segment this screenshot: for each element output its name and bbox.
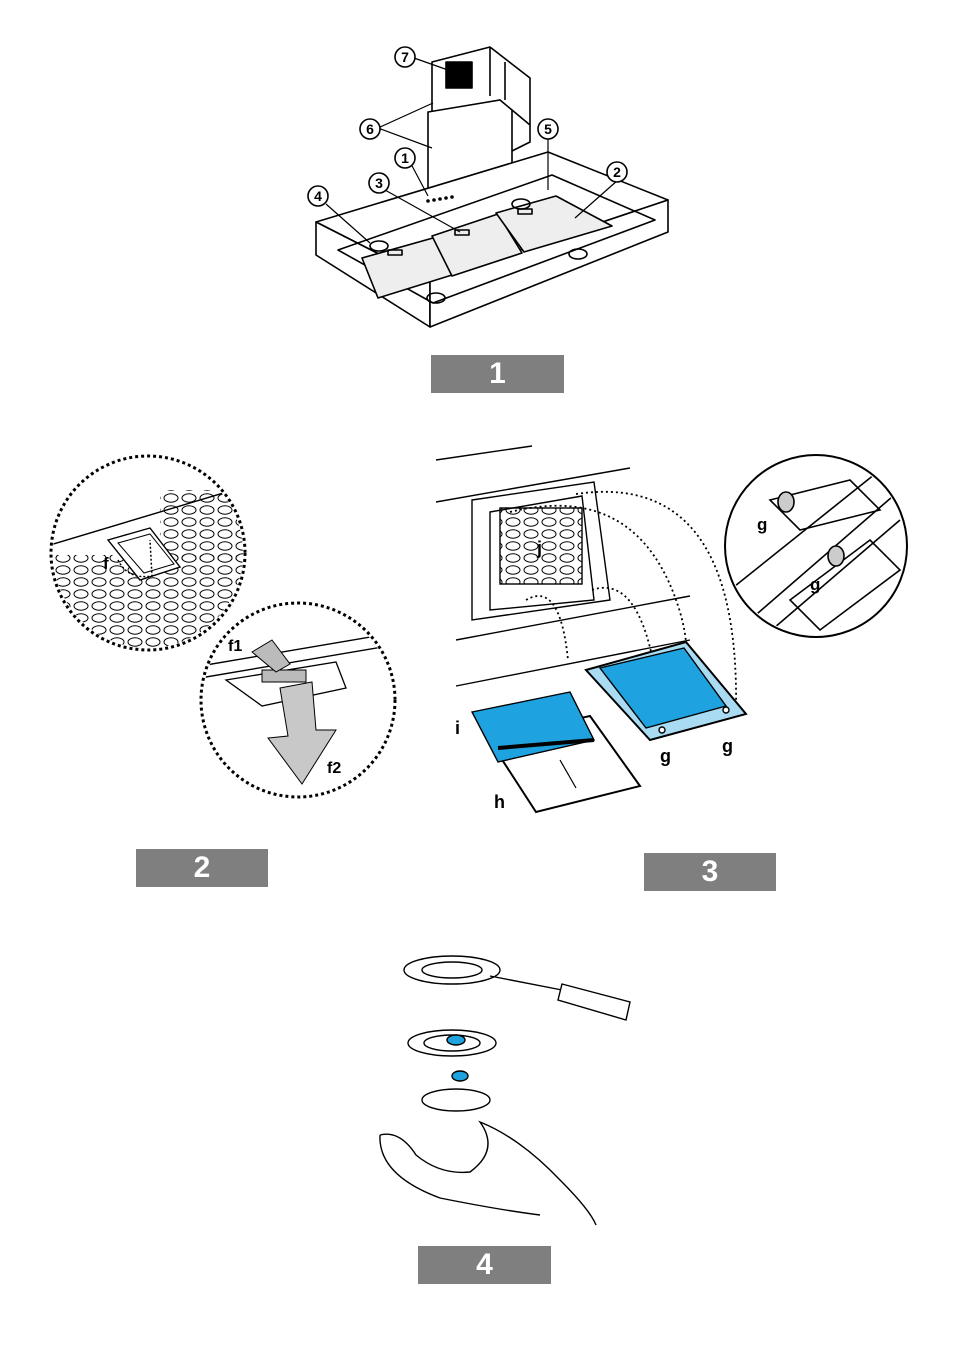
lamp-replacement-illustration: [380, 956, 630, 1225]
hinge-detail-circle: g g: [725, 455, 907, 640]
hinge-detail-g-top: g: [757, 515, 767, 534]
lamp-cover: [404, 956, 500, 984]
callout-3-text: 3: [375, 175, 383, 191]
filter-label-i: i: [455, 718, 460, 738]
lamp-glass: [422, 1089, 490, 1111]
hinge-label-g-right: g: [722, 736, 733, 756]
callout-6-text: 6: [366, 121, 374, 137]
latch-label-f2: f2: [327, 760, 341, 777]
callout-2-text: 2: [613, 164, 621, 180]
screwdriver-icon: [490, 976, 630, 1020]
frame-label-h: h: [494, 792, 505, 812]
hinge-label-g-left: g: [660, 746, 671, 766]
grid-label-j: j: [536, 538, 542, 558]
callout-4-text: 4: [314, 188, 322, 204]
callout-5-text: 5: [544, 121, 552, 137]
callout-7-text: 7: [401, 49, 409, 65]
latch-label-f: f: [103, 554, 109, 573]
latch-detail-circle: f: [40, 456, 260, 665]
bulb-removed-icon: [452, 1071, 468, 1081]
hinge-detail-g-bottom: g: [810, 575, 820, 594]
range-hood-illustration: [316, 47, 668, 327]
latch-release-circle: f1 f2: [200, 603, 400, 797]
hand-icon: [380, 1122, 596, 1225]
figure-label-4: 4: [418, 1246, 551, 1284]
figure-label-2: 2: [136, 849, 268, 887]
figure-label-3: 3: [644, 853, 776, 891]
figure-label-1: 1: [431, 355, 564, 393]
callout-1-text: 1: [401, 150, 409, 166]
latch-label-f1: f1: [228, 638, 242, 655]
bulb-icon: [447, 1035, 465, 1045]
filter-removal-illustration: j: [436, 446, 746, 812]
